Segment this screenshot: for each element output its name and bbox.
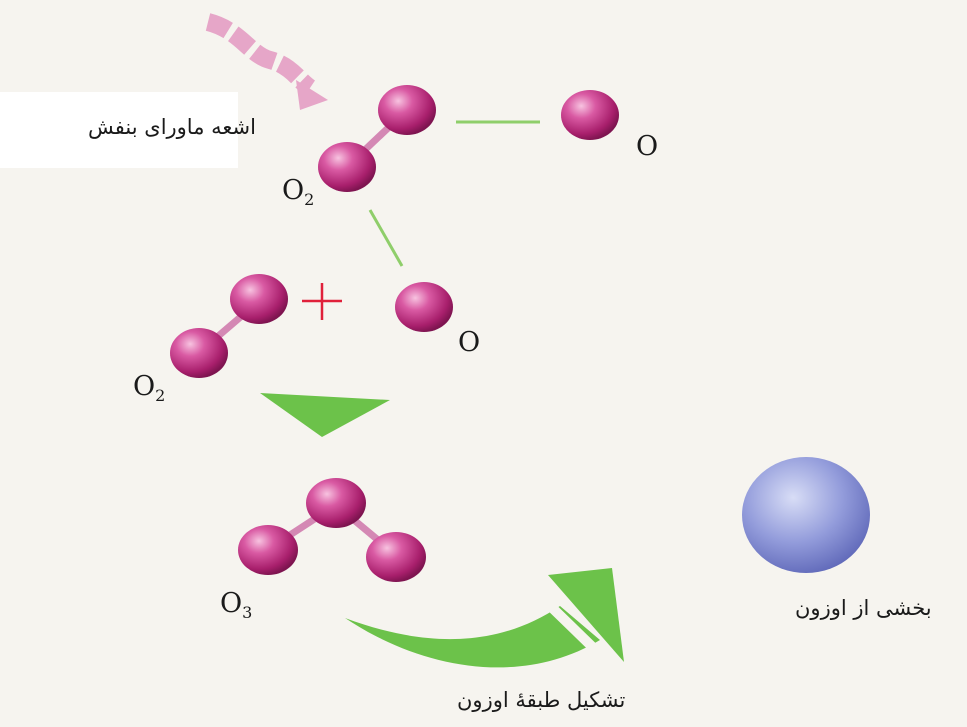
uv-label: اشعه ماورای بنفش	[88, 115, 256, 139]
subscript: 2	[155, 386, 166, 405]
atom	[306, 478, 366, 528]
atom	[238, 525, 298, 575]
atom	[378, 85, 436, 135]
o3-molecule	[238, 478, 426, 582]
element-symbol: O	[220, 588, 243, 619]
atom	[170, 328, 228, 378]
ozone-layer-label: تشکیل طبقهٔ اوزون	[457, 688, 626, 712]
o2-label-top: O2	[282, 177, 314, 208]
atom	[366, 532, 426, 582]
o3-label: O3	[220, 590, 252, 621]
o-label-top: O	[636, 131, 659, 162]
split-line-diagonal	[368, 209, 404, 267]
ozone-part-label: بخشی از اوزون	[795, 596, 932, 620]
uv-arrow	[205, 13, 328, 110]
atom	[318, 142, 376, 192]
plus-sign	[302, 283, 342, 320]
o2-molecule-top	[318, 85, 436, 192]
uv-label-box	[0, 92, 238, 168]
element-symbol: O	[282, 175, 305, 206]
ozone-layer-arrow	[345, 568, 624, 670]
o2-molecule-middle	[170, 274, 288, 378]
element-symbol: O	[133, 371, 156, 402]
o-label-middle: O	[458, 327, 481, 358]
o2-label-middle: O2	[133, 373, 165, 404]
ozone-sphere	[742, 457, 870, 573]
reaction-arrow-down	[260, 393, 390, 437]
oxygen-atom-top	[561, 90, 619, 140]
subscript: 3	[242, 603, 253, 622]
subscript: 2	[304, 190, 315, 209]
atom	[230, 274, 288, 324]
oxygen-atom-middle	[395, 282, 453, 332]
